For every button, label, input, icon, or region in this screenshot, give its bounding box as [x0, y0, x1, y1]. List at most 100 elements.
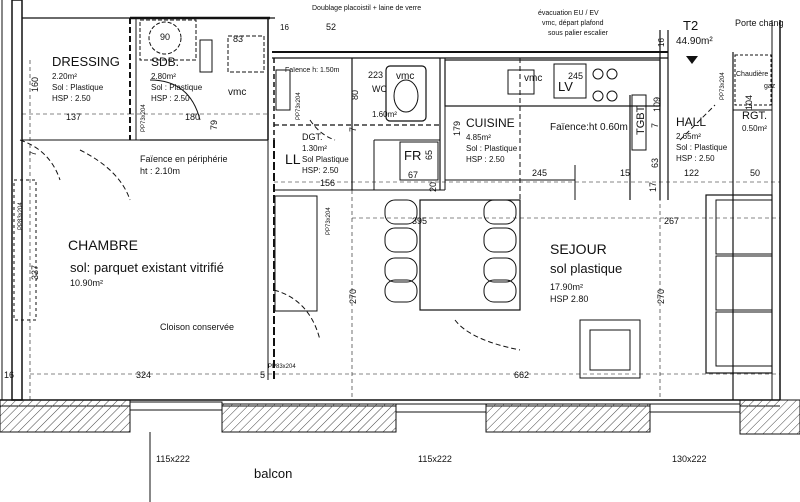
fr-label: FR	[404, 148, 421, 163]
dimension-label: 80	[350, 90, 360, 100]
lv-label: LV	[558, 79, 573, 94]
dimension-label: 109	[652, 97, 662, 112]
apartment-area: 44.90m²	[676, 36, 713, 47]
cloison-label: Cloison conservée	[160, 322, 234, 332]
dgt-area: 1.30m²	[302, 144, 327, 153]
tgbt-panel	[631, 94, 647, 151]
sejour-hsp: HSP 2.80	[550, 294, 588, 304]
dimension-label: 7	[650, 123, 660, 128]
cuisine-hsp: HSP : 2.50	[466, 155, 505, 164]
kitchen-counter	[444, 59, 661, 107]
section-marker	[686, 56, 698, 64]
sejour-area: 17.90m²	[550, 282, 583, 292]
dimension-label: 115x222	[418, 454, 452, 464]
vmc-label: vmc	[396, 71, 414, 82]
dimension-label: 104	[744, 95, 754, 110]
left-outer-wall	[11, 0, 23, 401]
lv-washer	[553, 63, 587, 99]
evac-label-2: vmc, départ plafond	[542, 20, 604, 27]
dimension-label: 245	[532, 168, 547, 178]
evac-label-1: évacuation EU / EV	[538, 10, 599, 17]
dimensions: 90 83 52 16 16 160 137 180 79 223 245 10…	[4, 22, 760, 464]
faience-sdb-height: ht : 2.10m	[140, 166, 180, 176]
dimension-label: 65	[424, 150, 434, 160]
dimension-label: 122	[684, 168, 699, 178]
cuisine-area: 4.85m²	[466, 133, 491, 142]
dimension-label: 324	[136, 370, 151, 380]
dining-chairs	[384, 199, 517, 303]
hall-area: 2.65m²	[676, 132, 701, 141]
apartment-type: T2	[683, 18, 698, 33]
armchair	[579, 319, 641, 379]
dgt-name: DGT.	[302, 132, 323, 142]
chambre-name: CHAMBRE	[68, 237, 138, 253]
dimension-label: 179	[452, 121, 462, 136]
dimension-label: 160	[30, 77, 40, 92]
facade-hatch	[0, 399, 800, 502]
wc-name: WC	[372, 84, 387, 94]
dimension-label: 7	[348, 127, 358, 132]
rgt-area: 0.50m²	[742, 124, 767, 133]
dimension-label: 137	[66, 112, 81, 122]
dimension-label: 395	[412, 216, 427, 226]
door-spec: PP73x204	[326, 207, 332, 235]
room-labels: DRESSING 2.20m² Sol : Plastique HSP : 2.…	[52, 18, 767, 304]
dimension-label: 79	[209, 120, 219, 130]
balcon-label: balcon	[254, 466, 292, 481]
wc-toilet	[385, 65, 427, 122]
dimension-label: 63	[650, 158, 660, 168]
dimension-label: 156	[320, 178, 335, 188]
dimension-label: 16	[4, 370, 14, 380]
cuisine-floor: Sol : Plastique	[466, 144, 518, 153]
kitchen-sink	[507, 69, 535, 95]
dressing-hsp: HSP : 2.50	[52, 94, 91, 103]
doublage-label: Doublage placoistil + laine de verre	[312, 5, 421, 12]
dimension-label: 180	[185, 112, 200, 122]
sdb-area: 2.80m²	[151, 72, 176, 81]
hall-floor: Sol : Plastique	[676, 143, 728, 152]
fixtures	[13, 19, 773, 379]
dimension-label: 52	[326, 22, 336, 32]
dimension-label: 270	[656, 289, 666, 304]
faience-sdb: Faïence en périphérie	[140, 154, 228, 164]
annotations: vmc vmc vmc LL FR LV TGBT Faïence en pér…	[18, 5, 784, 481]
sdb-name: SDB.	[151, 55, 179, 69]
tgbt-label: TGBT	[635, 105, 647, 135]
dimension-label: 90	[160, 32, 170, 42]
dimension-label: 115x222	[156, 454, 190, 464]
dimension-label: 17	[648, 182, 658, 192]
dgt-hsp: HSP: 2.50	[302, 166, 339, 175]
dressing-floor: Sol : Plastique	[52, 83, 104, 92]
chambre-desk	[274, 195, 318, 312]
faience-wc: Faïence h: 1.50m	[285, 67, 340, 74]
ll-label: LL	[285, 151, 301, 167]
door-spec: PP73x204	[296, 92, 302, 120]
dimension-label: 16	[657, 38, 666, 47]
dining-table	[419, 199, 521, 311]
dimension-label: 50	[750, 168, 760, 178]
dimension-label: 337	[30, 265, 40, 280]
dimension-label: 83	[233, 34, 243, 44]
dimension-label: 15	[620, 168, 630, 178]
dimension-label: 245	[568, 71, 583, 81]
dimension-label: 267	[664, 216, 679, 226]
door-spec: PP83x204	[268, 364, 296, 370]
hall-hsp: HSP : 2.50	[676, 154, 715, 163]
door-spec: PP83x204	[18, 202, 24, 230]
dgt-floor: Sol Plastique	[302, 155, 349, 164]
chambre-floor: sol: parquet existant vitrifié	[70, 260, 224, 275]
dimension-label: 270	[348, 289, 358, 304]
fridge	[399, 141, 439, 181]
wardrobe	[13, 179, 37, 321]
doors	[19, 104, 716, 351]
door-spec: PP73x204	[720, 72, 726, 100]
dimension-label: 7	[28, 151, 38, 156]
dimension-label: 130x222	[672, 454, 707, 464]
boiler	[734, 54, 772, 106]
dimension-label: 223	[368, 70, 383, 80]
hall-name: HALL	[676, 115, 706, 129]
sejour-name: SEJOUR	[550, 241, 607, 257]
door-spec: PP73x204	[141, 104, 147, 132]
vmc-label: vmc	[228, 87, 246, 98]
washbasin	[199, 39, 213, 73]
